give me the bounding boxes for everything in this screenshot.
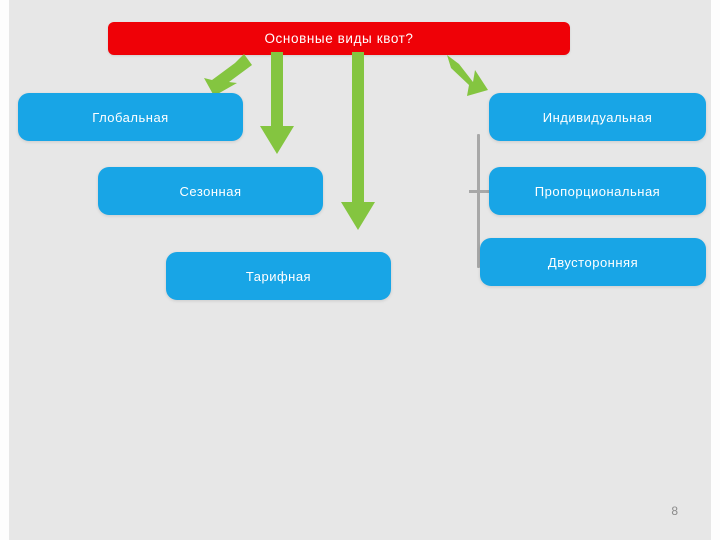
- node-seasonal-label: Сезонная: [179, 183, 242, 199]
- node-bilateral[interactable]: Двусторонняя: [480, 238, 706, 286]
- right-margin-strip: [711, 0, 720, 540]
- node-individual[interactable]: Индивидуальная: [489, 93, 706, 141]
- left-margin-strip: [0, 0, 9, 540]
- arrow-down-short-icon: [259, 52, 295, 156]
- node-global[interactable]: Глобальная: [18, 93, 243, 141]
- node-seasonal[interactable]: Сезонная: [98, 167, 323, 215]
- arrow-diagonal-down-left-icon: [198, 52, 254, 98]
- node-tariff-label: Тарифная: [245, 268, 312, 284]
- node-proportional-label: Пропорциональная: [534, 183, 661, 199]
- arrow-diagonal-down-right-icon: [441, 52, 491, 98]
- arrow-down-long-icon: [340, 52, 376, 232]
- right-branch-connector-stub: [469, 190, 489, 193]
- node-proportional[interactable]: Пропорциональная: [489, 167, 706, 215]
- title-banner: Основные виды квот?: [108, 22, 570, 55]
- node-bilateral-label: Двусторонняя: [547, 254, 639, 270]
- page-number: 8: [671, 504, 678, 518]
- page-title: Основные виды квот?: [264, 31, 414, 46]
- right-branch-connector-line: [477, 134, 480, 268]
- node-tariff[interactable]: Тарифная: [166, 252, 391, 300]
- node-global-label: Глобальная: [92, 109, 169, 125]
- node-individual-label: Индивидуальная: [542, 109, 653, 125]
